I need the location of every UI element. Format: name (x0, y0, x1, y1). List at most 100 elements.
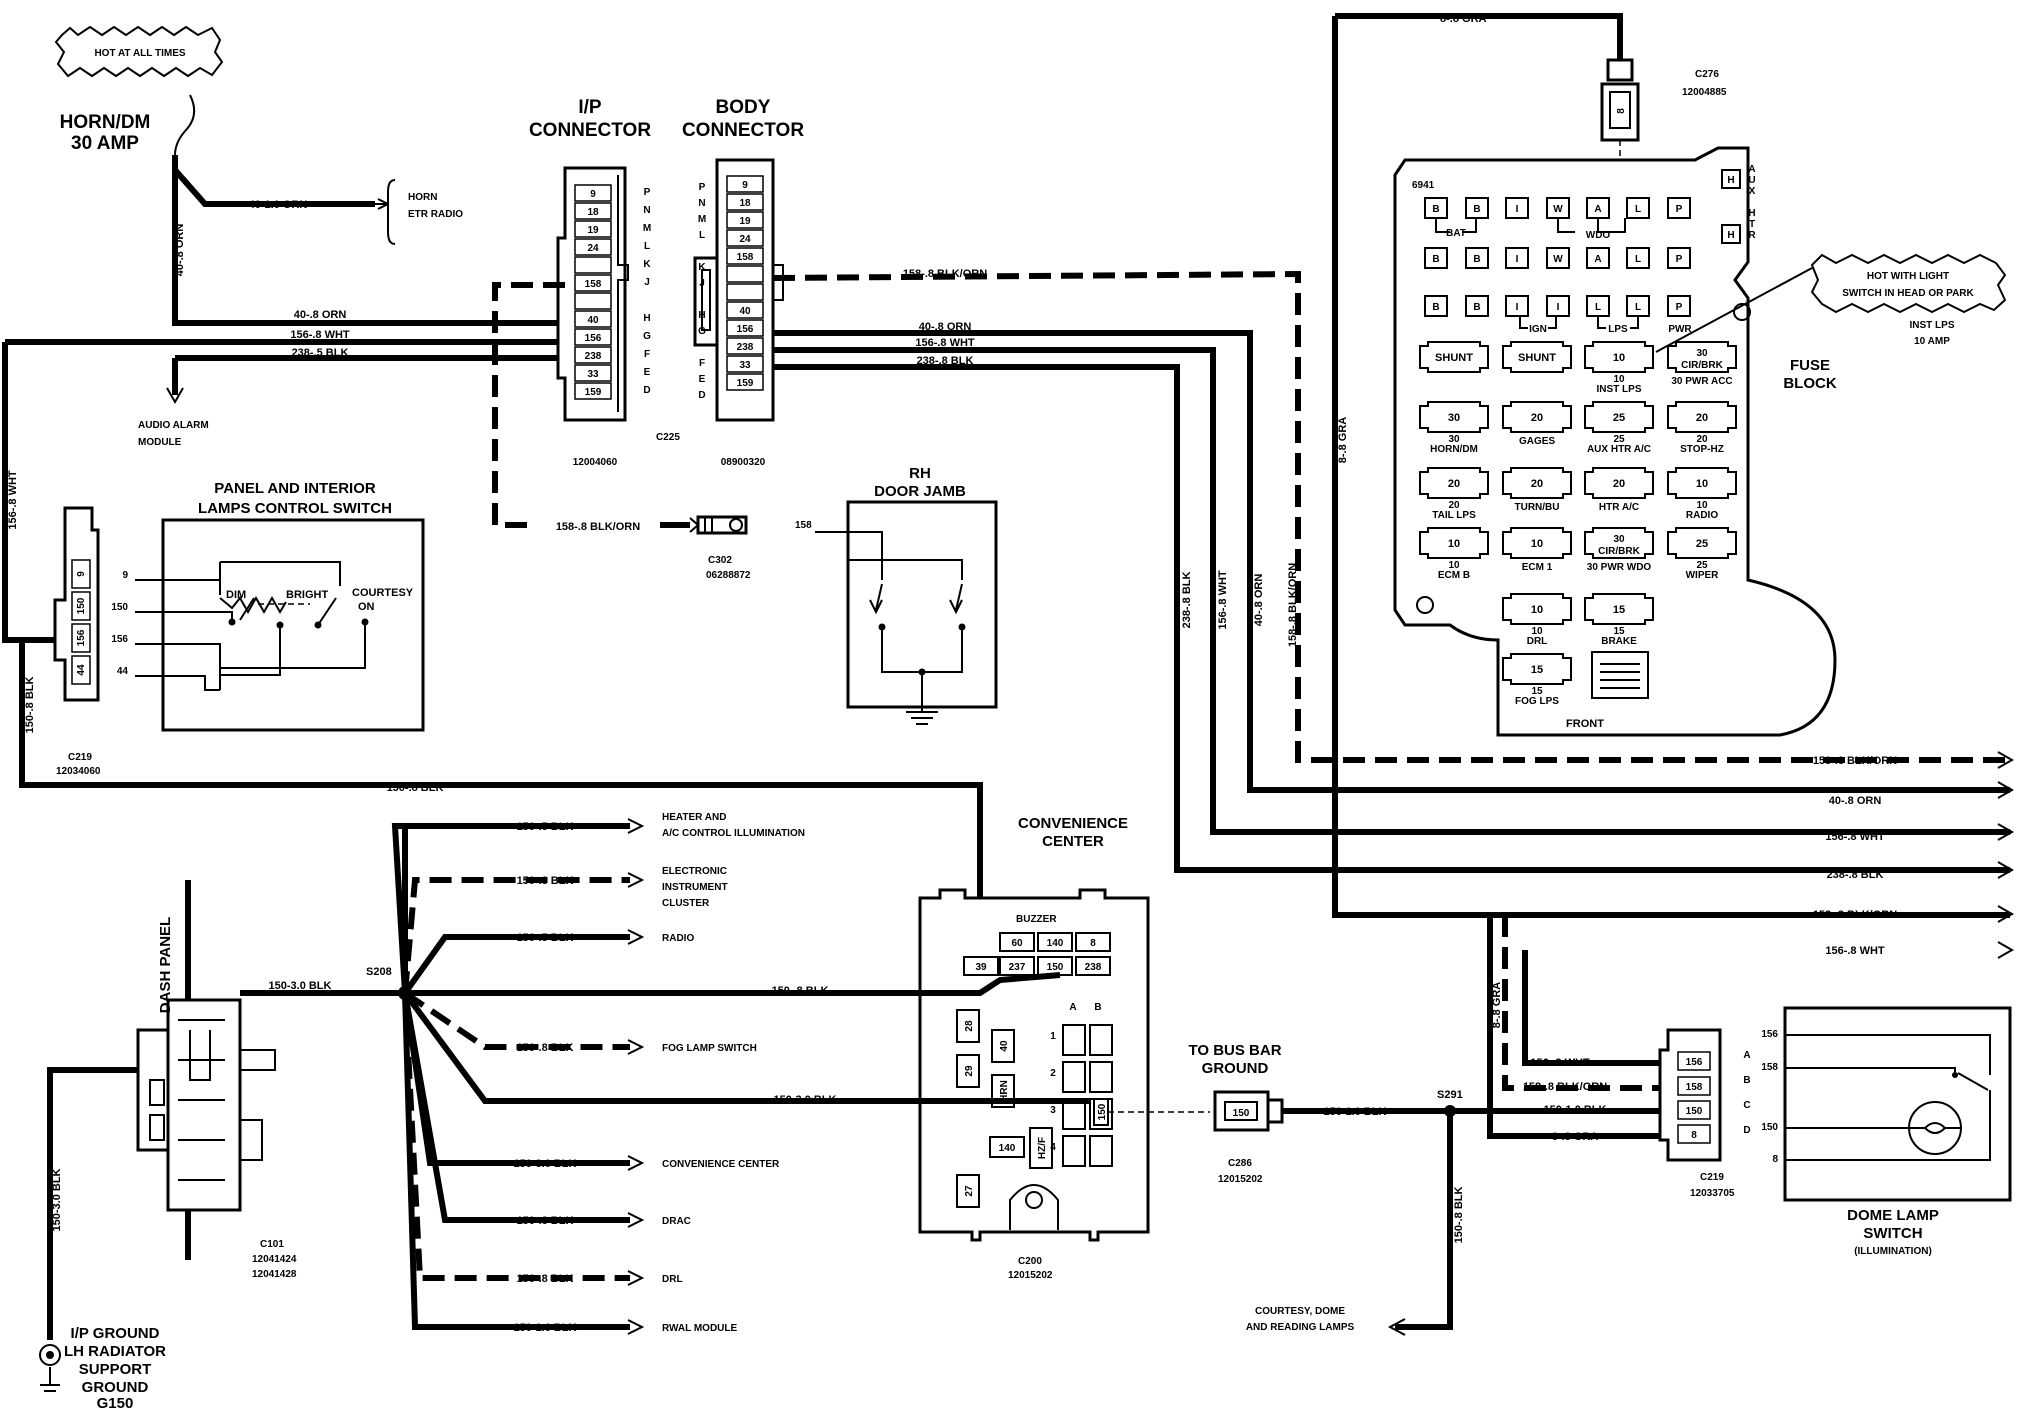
body-cavity (726, 355, 764, 373)
hot-at-all-times-text: HOT AT ALL TIMES (94, 48, 185, 59)
wire-label-150-blk-vert: 150-.8 BLK (24, 677, 36, 734)
fuse-label: INST LPS (1596, 384, 1641, 395)
fuse-terminal-letter: L (1635, 302, 1641, 313)
fuse-block (1393, 146, 1837, 737)
wire-label-156-wht-left: 156-.8 WHT (290, 329, 350, 341)
fuse-rating: 15 (1613, 604, 1625, 616)
wire-150-blk-to-courtesy (1395, 1111, 1453, 1330)
ground-branch-wire (402, 992, 630, 1281)
fuse (1502, 341, 1572, 373)
fuse-sub-rating: 20 (1448, 500, 1460, 511)
cc-cell-label: 40 (999, 1040, 1010, 1052)
fuse (1584, 467, 1654, 499)
fuse (1502, 593, 1572, 625)
cc-cell (1075, 932, 1111, 952)
ground-branch-destination: RWAL MODULE (662, 1323, 738, 1334)
wire-label-40-orn-vert: 40-.8 ORN (1253, 574, 1265, 627)
fuse-terminal (1586, 247, 1610, 269)
fuse-terminal (1546, 247, 1570, 269)
group-label-pwr: PWR (1668, 324, 1692, 335)
ip-cavity-number: 159 (585, 387, 602, 398)
cc-cell-label: 8 (1090, 938, 1096, 949)
dash-panel-label: DASH PANEL (157, 917, 174, 1013)
fuse-label: HTR A/C (1599, 502, 1639, 513)
aux-terminal-letter: H (1727, 175, 1734, 186)
ip-cavity (574, 202, 612, 220)
fuse-rating: 30 (1613, 534, 1625, 545)
fuse-sub-rating: 10 (1448, 560, 1460, 571)
fuse-terminal (1667, 247, 1691, 269)
ground-lug-g150 (39, 1344, 61, 1392)
wire-156-wht-to-panel-switch (2, 342, 65, 643)
body-cavity-number: 9 (742, 180, 748, 191)
wire-158-blkorn-dome (1502, 915, 1680, 1091)
cc-cell-label: 28 (964, 1020, 975, 1032)
fuse-rating: 20 (1696, 412, 1708, 424)
brake-switch-relay (1591, 651, 1649, 699)
body-cavity-number: 24 (739, 234, 751, 245)
dome-switch-internals (1785, 1034, 1991, 1161)
cc-cell-label: 39 (975, 962, 987, 973)
dome-cavity-number: 150 (1686, 1106, 1703, 1117)
fuse-terminal (1465, 295, 1489, 317)
body-cavity-number: 238 (737, 342, 754, 353)
cc-cell-label: HZ/F (1037, 1137, 1048, 1159)
fuse (1584, 527, 1654, 559)
panel-switch-wire-number: 156 (111, 634, 128, 645)
body-cavity (726, 301, 764, 319)
fuse-label: FOG LPS (1515, 696, 1559, 707)
fuse-rating: 20 (1531, 412, 1543, 424)
wire-label-150-3-blk-dash: 150-3.0 BLK (269, 980, 332, 992)
ground-branch-wire (391, 823, 630, 994)
fuse-label: TURN/BU (1515, 502, 1560, 513)
wire-label-238-blk-right: 238-.8 BLK (917, 355, 974, 367)
ground-branch-wire-label: 150-3.0 BLK (514, 1158, 577, 1170)
dome-switch-wire-number: 156 (1761, 1029, 1778, 1040)
ground-branch-wire-label: 150-.5 BLK (517, 821, 574, 833)
wire-label-158-blkorn-c302: 158-.8 BLK/ORN (556, 521, 640, 533)
wire-40-orn-right (773, 330, 2010, 793)
right-edge-arrows (1997, 751, 2015, 959)
ip-cavity (574, 220, 612, 238)
body-cavity-number: 156 (737, 324, 754, 335)
fuse-rating: 10 (1531, 604, 1543, 616)
fuse-sub-rating: 10 (1613, 374, 1625, 385)
fuse (1419, 341, 1489, 373)
cc-row-number: 3 (1050, 1105, 1056, 1116)
ip-cavity-number: 238 (585, 351, 602, 362)
fuse-rating: 25 (1613, 412, 1625, 424)
cc-cell-label: 60 (1011, 938, 1023, 949)
fuse-sub-rating: 10 (1696, 500, 1708, 511)
fuse (1667, 401, 1737, 433)
fuse-terminal-letter: W (1553, 204, 1563, 215)
fuse-terminal-letter: P (1676, 254, 1683, 265)
fuse-label: GAGES (1519, 436, 1555, 447)
ip-cavity-number: 156 (585, 333, 602, 344)
fuse-rating: 10 (1613, 352, 1625, 364)
fuse-terminal (1424, 247, 1448, 269)
wire-40-8-orn-ip (172, 170, 560, 326)
ground-branch-wire-label: 150-.5 BLK (517, 932, 574, 944)
ip-cavity (574, 184, 612, 202)
wire-label-150-3-blk-cc: 150-3.0 BLK (774, 1094, 837, 1106)
ip-cavity-number: 33 (587, 369, 599, 380)
fuse-rating: SHUNT (1435, 352, 1473, 364)
cc-cell-label: 140 (1047, 938, 1064, 949)
cc-cell (999, 956, 1035, 976)
fuse-rating: 15 (1531, 664, 1543, 676)
cc-row3-cell: 150 (1097, 1103, 1108, 1120)
wire-158-blkorn-right (772, 270, 2010, 763)
fuse-block-id: 6941 (1412, 180, 1435, 191)
dome-lamp-switch-box (1783, 1006, 2012, 1202)
fuse (1584, 401, 1654, 433)
wire-label-158-blkorn-vert: 158-.8 BLK/ORN (1287, 563, 1299, 647)
